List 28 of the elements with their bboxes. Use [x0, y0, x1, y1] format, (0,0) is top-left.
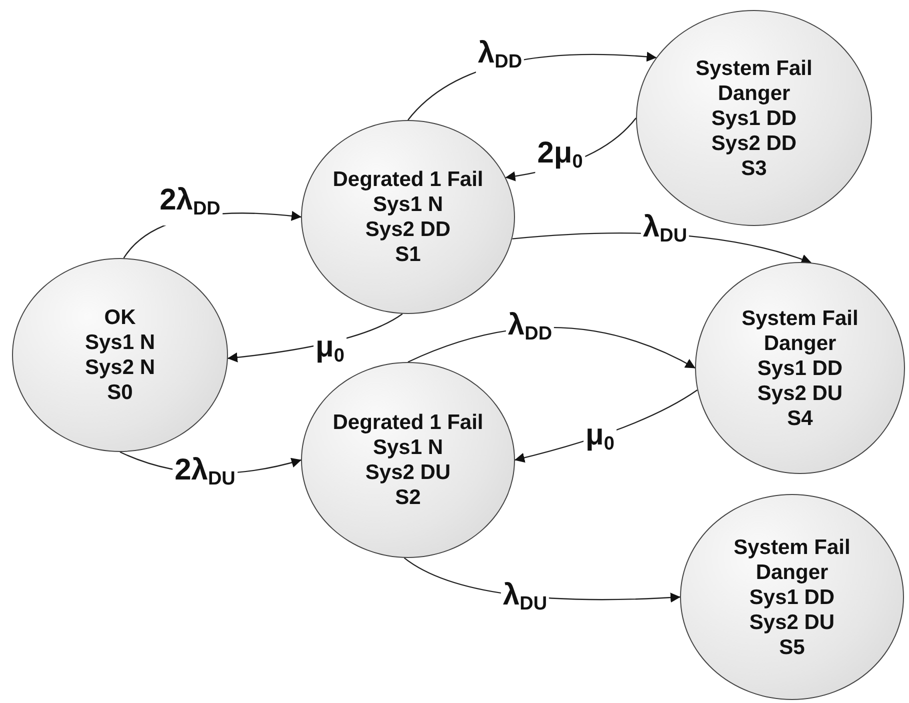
- state-text: Danger: [718, 80, 790, 106]
- state-text: S3: [741, 156, 767, 180]
- state-text: Sys2 DU: [749, 610, 835, 634]
- state-text: S5: [779, 634, 805, 660]
- state-text: Sys1 DD: [749, 584, 835, 610]
- state-text: Sys2 DU: [365, 460, 451, 485]
- state-text: Sys1 N: [372, 435, 444, 460]
- state-text: System Fail: [734, 534, 850, 560]
- state-text: Sys2 N: [84, 355, 156, 380]
- state-text: Sys1 N: [372, 192, 444, 217]
- state-text: S2: [395, 485, 421, 510]
- state-text: Sys1 DD: [757, 356, 843, 380]
- state-text: OK: [104, 305, 136, 330]
- state-text: Danger: [756, 560, 828, 584]
- state-text: System Fail: [742, 306, 858, 330]
- state-text: Sys1 N: [84, 330, 156, 355]
- state-text: Sys1 DD: [711, 106, 797, 130]
- state-text: Danger: [764, 330, 836, 356]
- edge-label: 2λ$_{DD}$: [158, 184, 222, 226]
- state-text: Sys2 DD: [365, 217, 451, 242]
- state-text: S1: [395, 242, 421, 267]
- state-text: Sys2 DD: [711, 130, 797, 156]
- state-text: S0: [107, 380, 133, 405]
- state-text: S4: [787, 406, 813, 430]
- state-text: System Fail: [696, 56, 812, 80]
- state-text: Sys2 DU: [757, 380, 843, 406]
- state-text: Degrated 1 Fail: [332, 410, 484, 435]
- state-text: Degrated 1 Fail: [332, 167, 484, 192]
